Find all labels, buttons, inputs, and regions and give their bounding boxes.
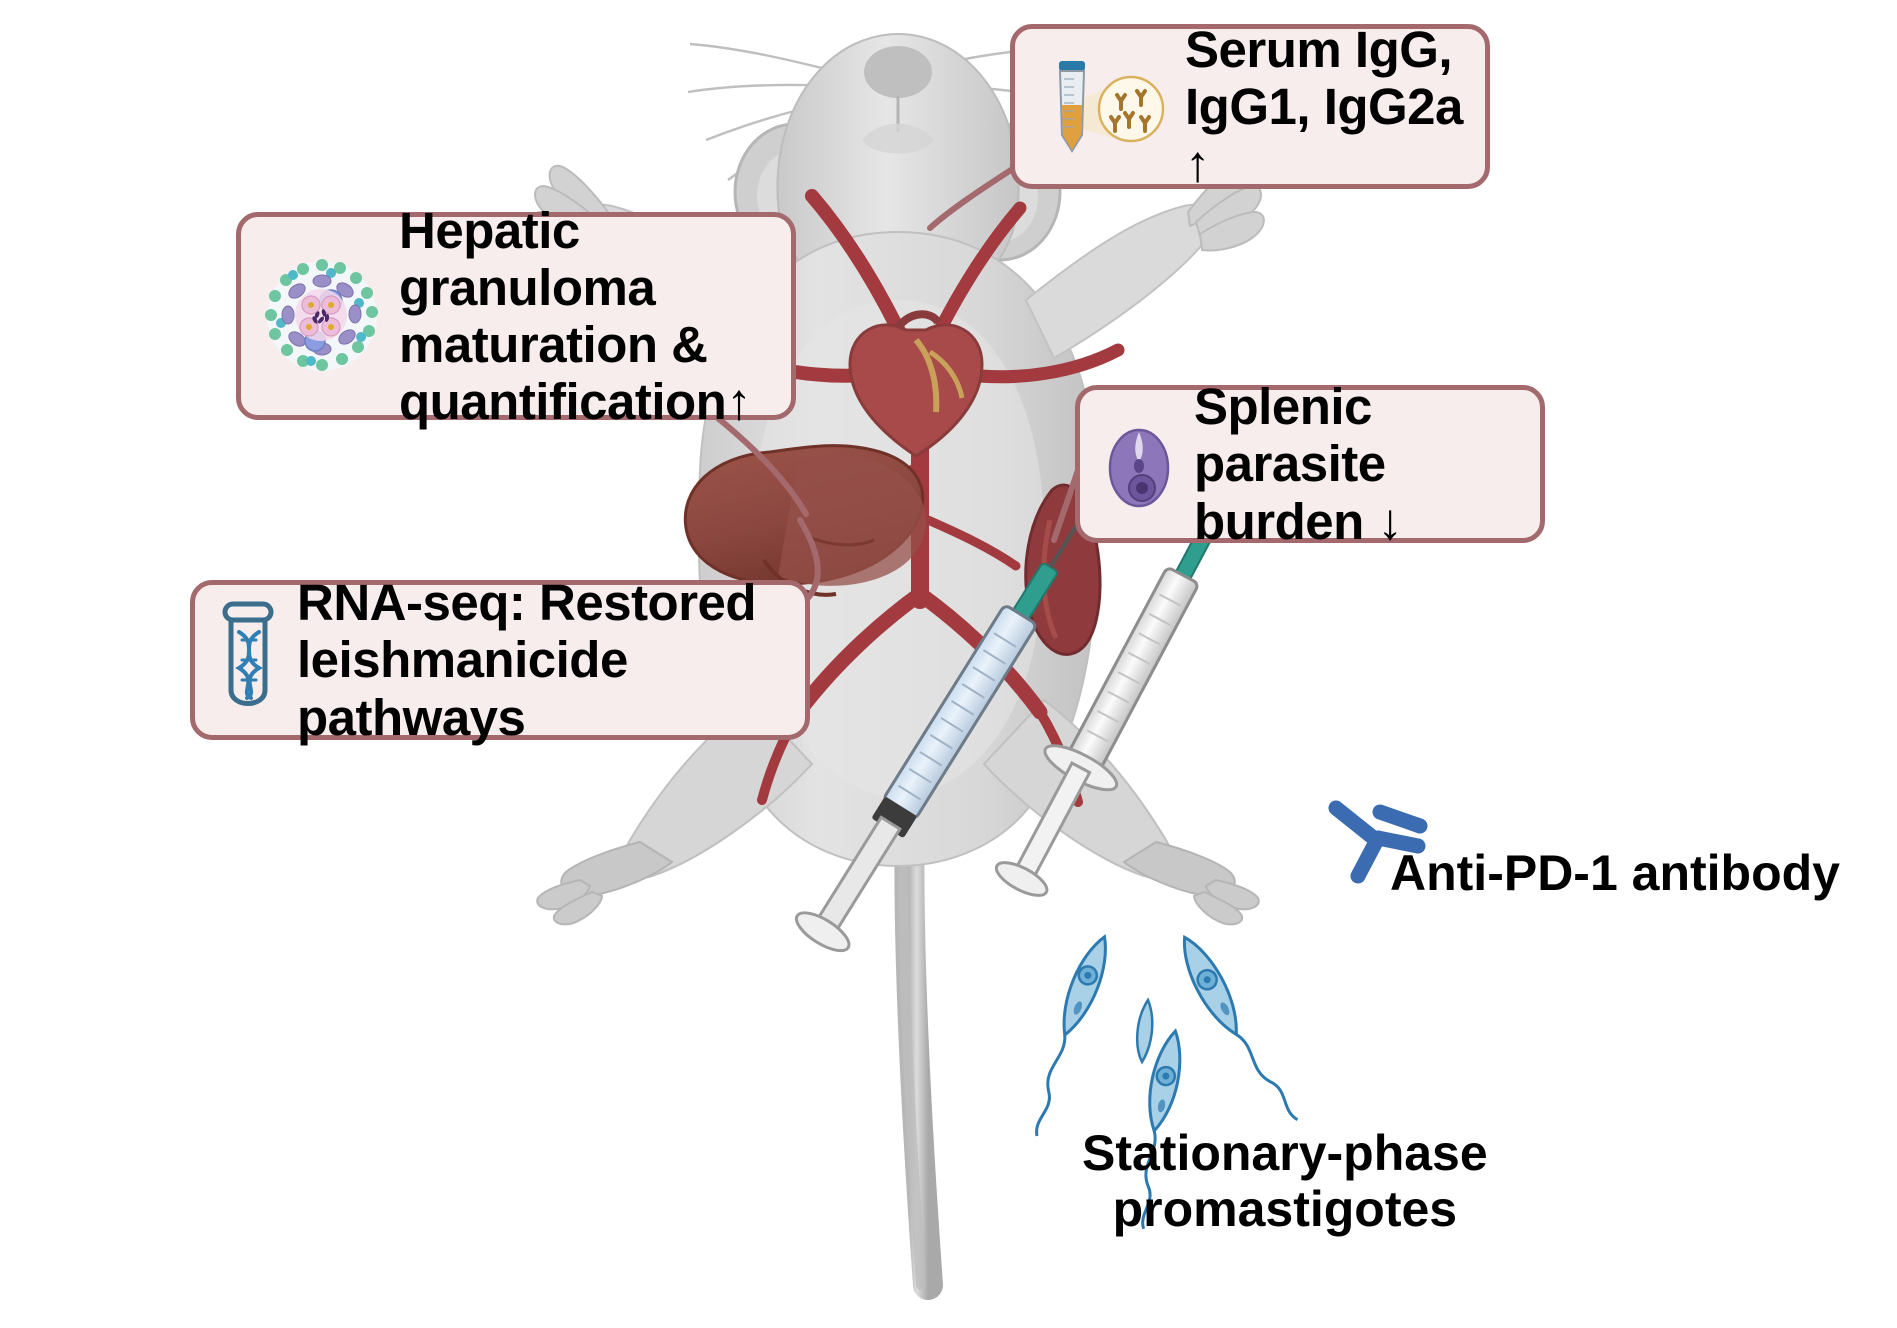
promastigote-group — [1035, 934, 1299, 1230]
antibody-label: Anti-PD-1 antibody — [1390, 845, 1840, 901]
callout-splenic-burden-text: Splenic parasite burden ↓ — [1194, 378, 1403, 550]
callout-rna-seq-text: RNA-seq: Restored leishmanicide pathways — [297, 574, 757, 746]
amastigote-cell-icon — [1102, 414, 1176, 514]
callout-serum-igg-text: Serum IgG, IgG1, IgG2a ↑ — [1185, 20, 1463, 193]
callout-serum-igg: Serum IgG, IgG1, IgG2a ↑ — [1010, 20, 1490, 193]
antibody-icon — [1328, 800, 1428, 884]
callout-hepatic-granuloma-text: Hepatic granuloma maturation & quantific… — [399, 201, 752, 431]
dna-test-tube-icon — [217, 598, 279, 722]
callout-splenic-burden: Splenic parasite burden ↓ — [1075, 378, 1545, 550]
serum-tube-antibody-icon — [1037, 47, 1167, 167]
callout-rna-seq: RNA-seq: Restored leishmanicide pathways — [190, 574, 810, 746]
promastigotes-label: Stationary-phase promastigotes — [1082, 1125, 1488, 1237]
granuloma-cluster-icon — [263, 257, 381, 375]
callout-hepatic-granuloma: Hepatic granuloma maturation & quantific… — [236, 202, 796, 430]
